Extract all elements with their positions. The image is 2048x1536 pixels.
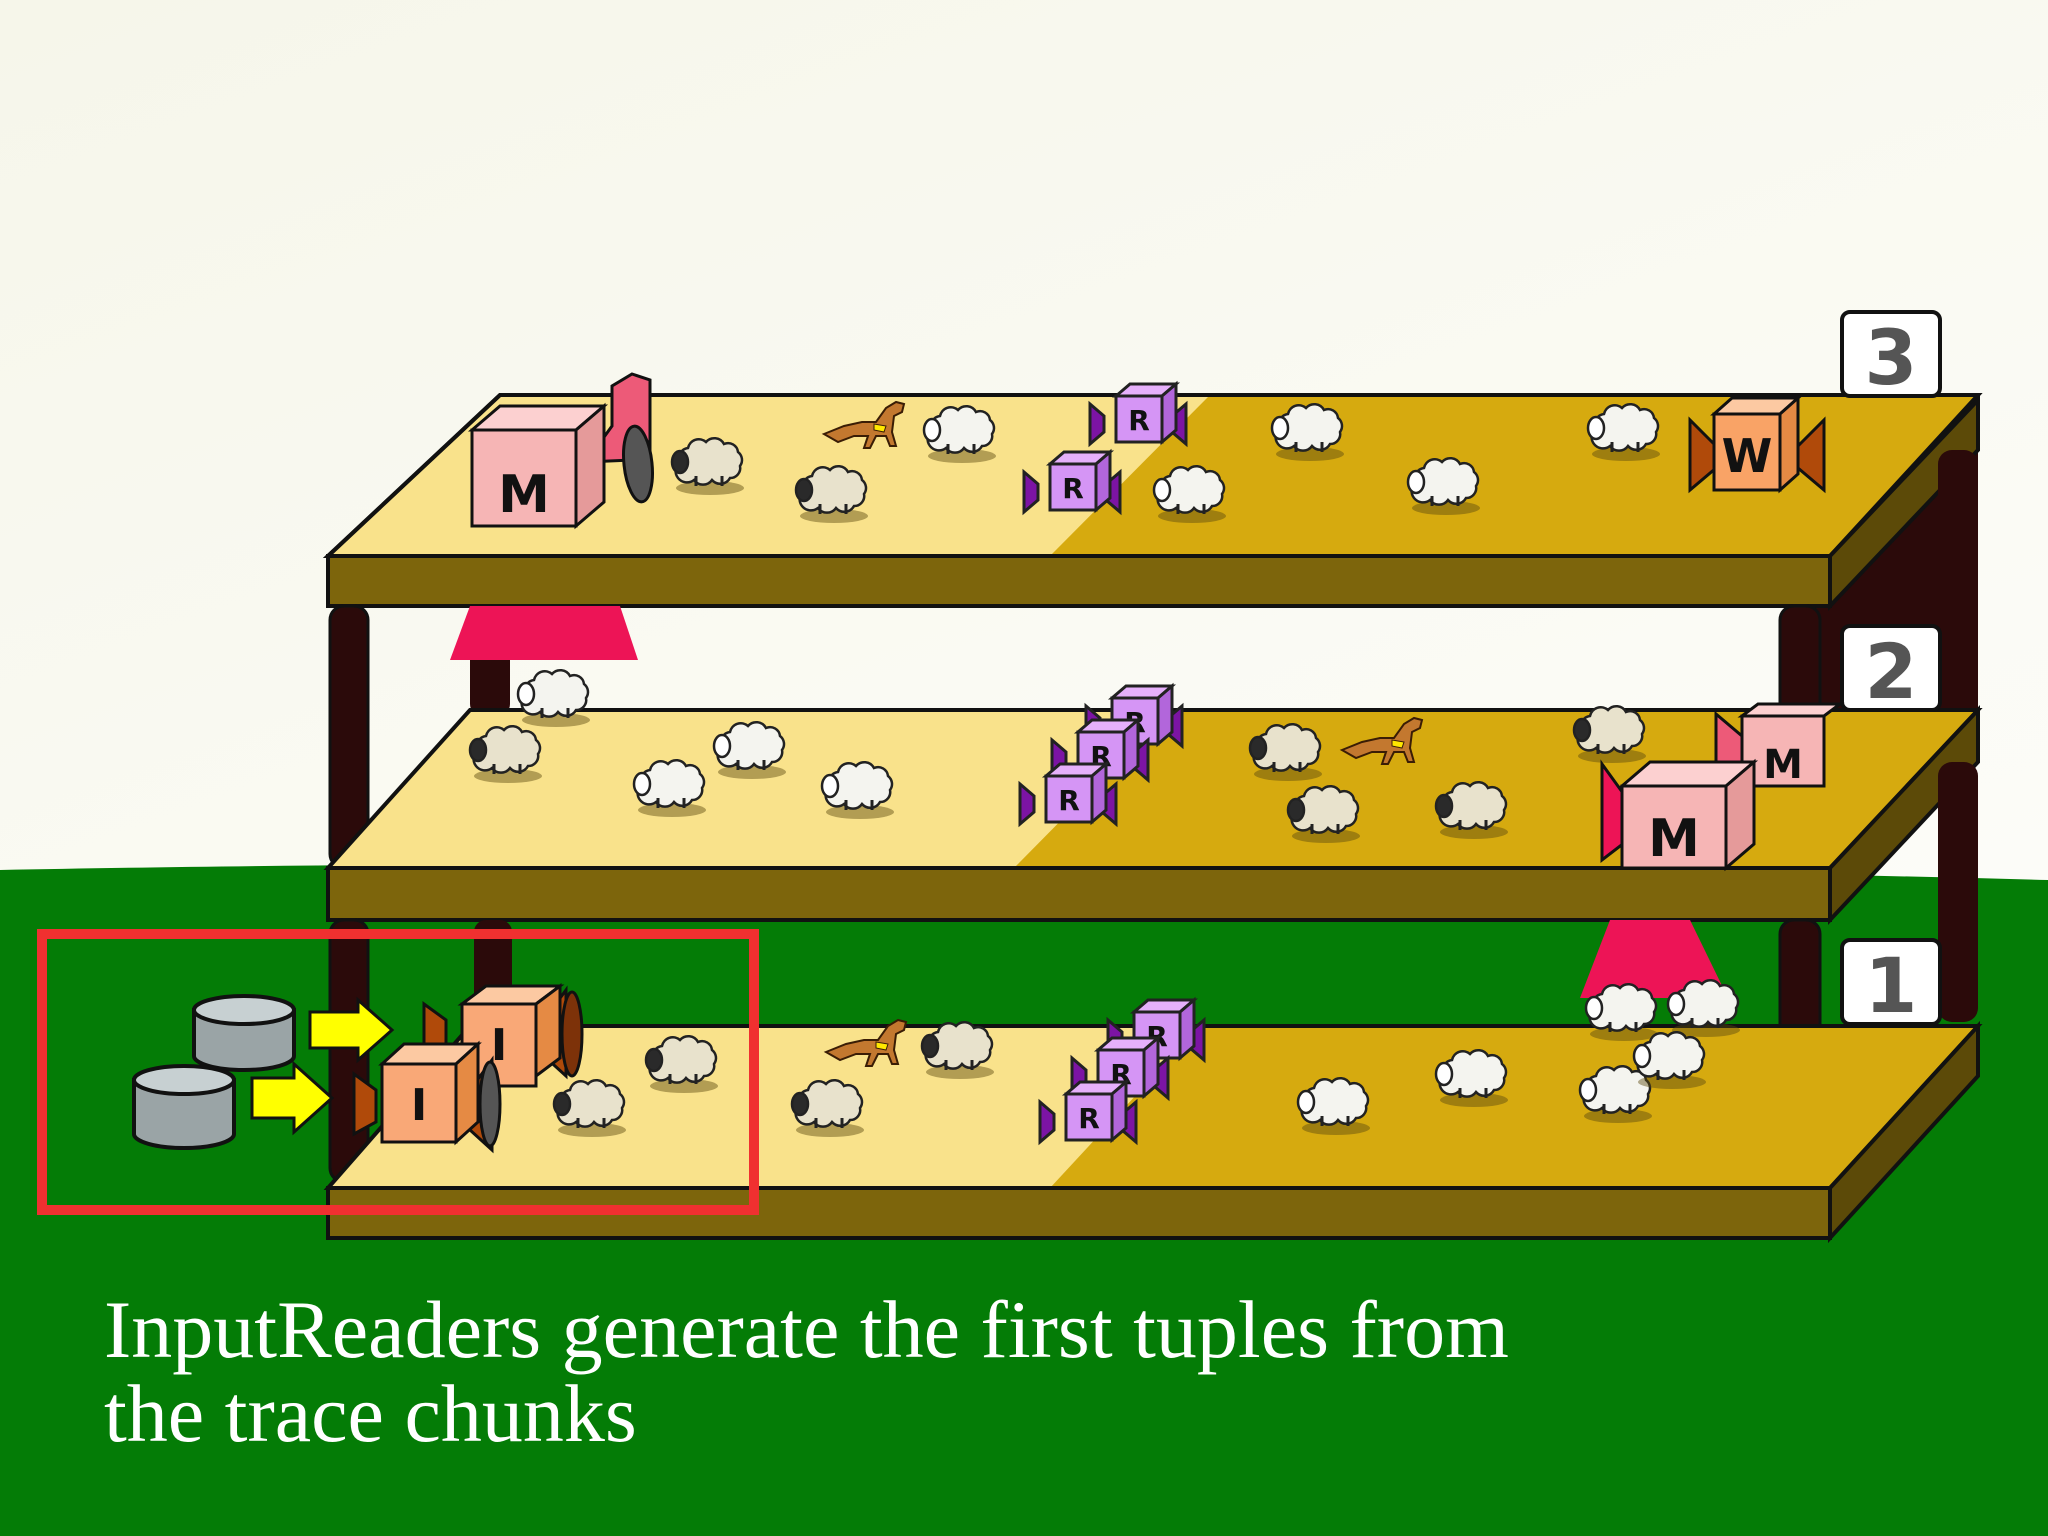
data-chunk-icon [132,1064,236,1150]
post [1938,450,1978,770]
svg-text:W: W [1722,429,1773,483]
funnel-icon [450,606,638,660]
svg-text:M: M [1648,809,1700,869]
svg-text:I: I [491,1020,507,1071]
funnel-icon [1580,920,1728,998]
caption-line-1: InputReaders generate the first tuples f… [104,1284,1509,1375]
mapper-box: M [467,372,654,530]
writer-box: W [1688,394,1826,494]
svg-text:M: M [1763,742,1803,788]
level-badge-1: 1 [1840,938,1942,1030]
caption-line-2: the trace chunks [104,1368,637,1459]
mapper-box: M [1714,702,1845,788]
input-reader-box: I [422,983,584,1088]
highlight-box [37,929,759,1215]
level-badge-2: 2 [1840,624,1942,716]
svg-text:M: M [498,465,550,525]
slide-caption: InputReaders generate the first tuples f… [104,1288,1904,1456]
svg-text:1: 1 [1865,941,1918,1030]
level-badge-3: 3 [1840,310,1942,402]
sheep-icon [516,668,592,729]
arrow-icon [250,1060,335,1136]
post [1938,762,1978,1022]
svg-text:I: I [411,1080,427,1131]
mapper-box: M [1600,758,1759,872]
shelf-level-3: 3 [322,310,1983,765]
shelf-level-1: 1 [323,938,1983,1244]
svg-text:3: 3 [1865,313,1918,402]
svg-text:2: 2 [1865,627,1918,716]
arrow-icon [308,996,395,1064]
input-reader-box: I [352,1040,502,1154]
data-chunk-icon [192,994,296,1072]
